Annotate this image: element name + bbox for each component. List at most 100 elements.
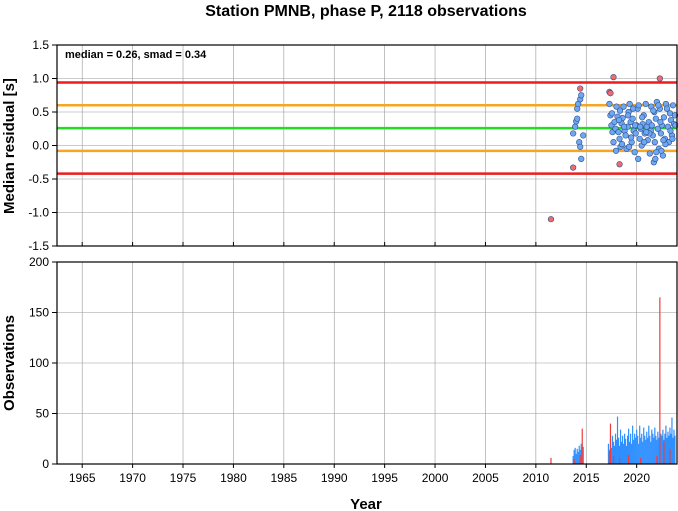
observation-bar [615, 439, 618, 464]
observation-bar [673, 429, 675, 464]
observation-bar [647, 437, 649, 464]
observation-bar [646, 431, 648, 464]
residual-point [608, 110, 616, 117]
observation-bar [665, 425, 667, 464]
observation-bar [627, 435, 629, 464]
observation-bar [575, 453, 577, 464]
observation-bar [613, 445, 616, 464]
observation-bar [649, 435, 651, 464]
y-tick-label: 50 [36, 407, 50, 421]
residual-point [607, 90, 614, 97]
observation-bar [661, 435, 663, 464]
residual-point [613, 103, 620, 110]
observation-bar [639, 425, 641, 464]
residual-point [669, 135, 676, 142]
observation-bar [645, 439, 647, 464]
residual-point [616, 135, 623, 142]
observation-bar [634, 433, 636, 464]
y-tick-label: 1.5 [32, 38, 49, 52]
observation-bar [674, 435, 676, 464]
residual-point [635, 155, 642, 162]
observation-bar [651, 429, 653, 464]
residual-point [616, 107, 624, 114]
residual-point [625, 112, 632, 119]
residual-point [574, 115, 581, 122]
observation-bar [622, 443, 625, 464]
observation-bar [671, 417, 673, 464]
observation-bar [607, 443, 610, 464]
observation-bar [618, 445, 621, 464]
residual-point [663, 105, 671, 112]
residual-point [578, 92, 585, 99]
observation-bar [666, 437, 668, 464]
residual-point [577, 85, 584, 92]
observation-bar [573, 458, 575, 464]
observation-bar [672, 437, 674, 464]
observation-bar [628, 428, 630, 464]
observation-bar [610, 447, 613, 464]
residual-point [657, 118, 664, 126]
residual-point [629, 115, 636, 122]
observation-bar [654, 427, 656, 464]
residual-point [669, 102, 677, 109]
residual-point [641, 139, 648, 146]
observation-bar [608, 451, 611, 464]
observations-y-label: Observations [1, 315, 18, 411]
observation-bar [577, 451, 579, 464]
x-tick-label: 1985 [270, 471, 297, 485]
residual-point [651, 139, 658, 146]
residual-point [610, 139, 617, 146]
observation-bar [609, 423, 612, 464]
observation-bar [660, 433, 662, 464]
observation-bar [616, 416, 619, 464]
chart-title: Station PMNB, phase P, 2118 observations [205, 3, 527, 20]
residual-point [630, 105, 637, 112]
observation-bar [669, 448, 671, 464]
observation-bar [576, 448, 578, 464]
y-tick-label: -1.0 [28, 206, 49, 220]
residual-point [628, 134, 635, 141]
observation-bar [628, 454, 630, 464]
residual-point [658, 147, 665, 154]
residual-point [655, 102, 662, 109]
residual-point [646, 150, 653, 157]
residual-point [618, 141, 626, 148]
observation-bar [617, 437, 620, 464]
x-axis-label: Year [350, 496, 382, 511]
y-tick-label: 100 [29, 356, 49, 370]
observation-bar [631, 443, 633, 464]
observation-bar [656, 439, 658, 464]
x-tick-label: 2000 [422, 471, 449, 485]
residual-point [650, 107, 657, 114]
residual-point [631, 149, 638, 156]
residual-point [636, 135, 643, 142]
observation-bar [662, 429, 664, 464]
observation-bar [630, 433, 632, 464]
observation-bar [574, 447, 576, 464]
observation-bar [611, 435, 614, 464]
y-tick-label: 0.0 [32, 139, 49, 153]
y-tick-label: 150 [29, 306, 49, 320]
observation-bar [652, 433, 654, 464]
y-tick-label: -0.5 [28, 172, 49, 186]
observation-bar [625, 445, 628, 464]
x-tick-label: 2010 [523, 471, 550, 485]
observation-bar [643, 427, 645, 464]
residual-point [606, 100, 613, 108]
observation-bar [612, 455, 615, 464]
residual-point [652, 155, 659, 162]
residual-point [635, 102, 642, 109]
residual-point [570, 164, 577, 171]
x-tick-label: 1965 [69, 471, 96, 485]
observation-bar [614, 433, 617, 464]
residual-point [660, 137, 667, 144]
residual-panel: 1.51.00.50.0-0.5-1.0-1.5 median = 0.26, … [1, 38, 678, 253]
observation-bar [620, 441, 623, 464]
observation-bar [644, 435, 646, 464]
residual-y-label: Median residual [s] [1, 78, 18, 214]
stats-annotation: median = 0.26, smad = 0.34 [65, 49, 207, 61]
residual-point [577, 143, 584, 150]
residual-point [654, 125, 661, 132]
